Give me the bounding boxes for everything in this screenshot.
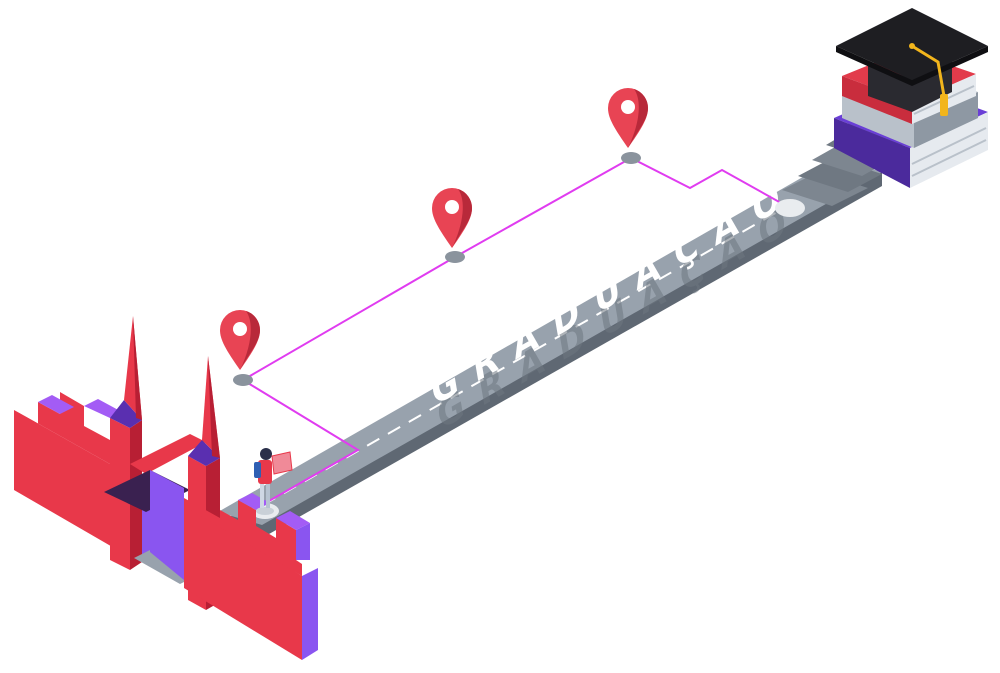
checkpoint-dot [621,152,641,164]
cap-tassel [940,94,948,116]
tower-right-cap [188,440,220,466]
student-shadow [256,507,274,515]
book-top-left [842,76,912,124]
location-pin-icon [608,88,648,148]
student-head [260,448,272,460]
student-map [271,451,293,475]
pin-body [608,88,648,148]
roof-bridge [130,434,206,474]
book-bottom-pages [910,112,988,188]
book-page-lines [911,139,987,177]
pin-hole [233,322,247,336]
crenel-side [296,523,310,560]
stair-step [782,172,868,206]
pin-shade [452,189,472,248]
crenel [184,498,302,576]
wall-front [184,500,302,660]
graduation-cap-icon [836,8,988,116]
student-leg-right [266,482,270,508]
tower-left-cap [110,400,142,428]
location-pin-icon [432,188,472,248]
crenel [14,392,135,478]
student-leg-left [260,482,264,508]
cap-tassel-cord [911,44,946,97]
cathedral-building-icon [14,316,318,660]
stair-step [798,158,882,192]
student-torso [258,460,272,484]
gate-wall [150,470,184,580]
pin-hole [621,100,635,114]
wall-front [14,410,135,560]
crenel-top [38,395,74,414]
student-backpack [254,462,261,478]
wall-side [302,568,318,660]
pin-body [220,310,260,370]
book-middle-left [842,92,914,148]
location-pin-icon [220,310,260,370]
student-with-map-icon [254,448,293,515]
crenel-top [84,399,122,418]
book-bottom-left [834,118,910,188]
pin-body [432,188,472,248]
route-line [241,156,791,506]
spire-left-shade [133,316,142,420]
road-title: GRADUAÇÃO [428,164,799,415]
goal-dot [775,199,805,217]
pin-hole [445,200,459,214]
pin-shade [628,89,648,148]
book-middle-right [914,92,978,148]
crenel-top [276,511,310,530]
checkpoint-dot [233,374,253,386]
pin-shade [240,311,260,370]
spire-right-shade [208,356,220,458]
book-page-lines [911,127,987,165]
checkpoint-dot [445,251,465,263]
road-surface [218,158,882,525]
